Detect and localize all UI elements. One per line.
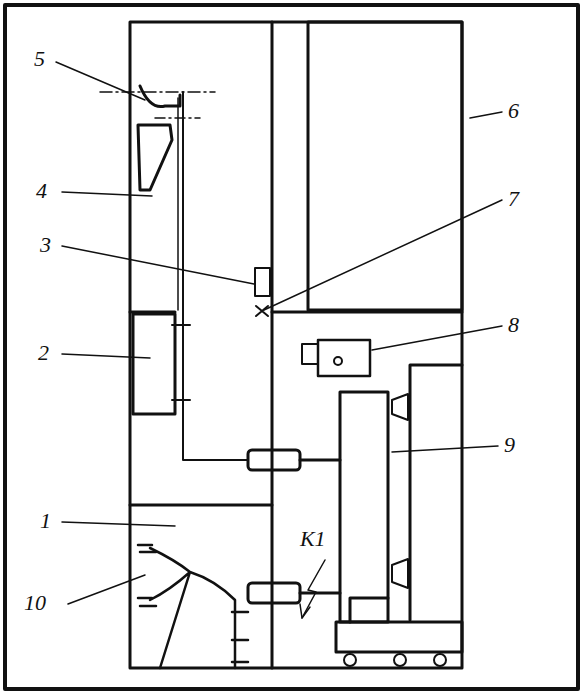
instrument-transformer bbox=[133, 314, 175, 414]
wheel bbox=[344, 654, 356, 666]
callout-number: 8 bbox=[506, 314, 521, 336]
partition bbox=[271, 22, 274, 668]
callout-number: 2 bbox=[36, 342, 51, 364]
leader-lines bbox=[56, 62, 502, 604]
callout-number: 7 bbox=[506, 188, 521, 210]
cable-termination bbox=[150, 548, 235, 668]
insulator bbox=[138, 125, 172, 190]
bus-bar bbox=[183, 395, 248, 460]
callout-number: 5 bbox=[32, 48, 47, 70]
terminal bbox=[172, 399, 190, 401]
disconnector bbox=[140, 86, 180, 107]
insulator bbox=[392, 394, 408, 588]
insulator-sheds bbox=[138, 545, 248, 662]
fault-arrow bbox=[300, 604, 310, 618]
callout-number: 10 bbox=[22, 592, 48, 614]
contact bbox=[256, 306, 268, 316]
fault-arrow bbox=[302, 560, 325, 618]
sensor bbox=[255, 268, 270, 296]
bus-bar bbox=[177, 98, 179, 310]
axis-line bbox=[100, 91, 215, 93]
callout-number: 4 bbox=[34, 180, 49, 202]
contact-arm bbox=[300, 592, 340, 595]
callout-number: 9 bbox=[502, 434, 517, 456]
wheel bbox=[394, 654, 406, 666]
callout-number: 1 bbox=[38, 510, 53, 532]
breaker-frame bbox=[410, 365, 462, 620]
callout-number: 6 bbox=[506, 100, 521, 122]
breaker-frame bbox=[350, 598, 388, 622]
cabinet-outline bbox=[130, 22, 462, 668]
drive-mechanism bbox=[318, 340, 370, 376]
partition bbox=[130, 504, 272, 507]
circuit-breaker bbox=[340, 392, 388, 622]
callout-number: 3 bbox=[38, 234, 53, 256]
partition bbox=[272, 311, 462, 314]
drive-mechanism bbox=[302, 344, 318, 364]
drive-mechanism bbox=[334, 357, 342, 365]
callout-number: К1 bbox=[298, 528, 328, 550]
bushing bbox=[248, 450, 300, 470]
contact-arm bbox=[300, 459, 340, 462]
sheet-border bbox=[5, 5, 578, 689]
terminal bbox=[172, 324, 190, 326]
relay-compartment bbox=[308, 22, 462, 310]
bus-bar bbox=[182, 92, 184, 395]
truck bbox=[336, 622, 462, 652]
wheel bbox=[434, 654, 446, 666]
bushing bbox=[248, 583, 300, 603]
